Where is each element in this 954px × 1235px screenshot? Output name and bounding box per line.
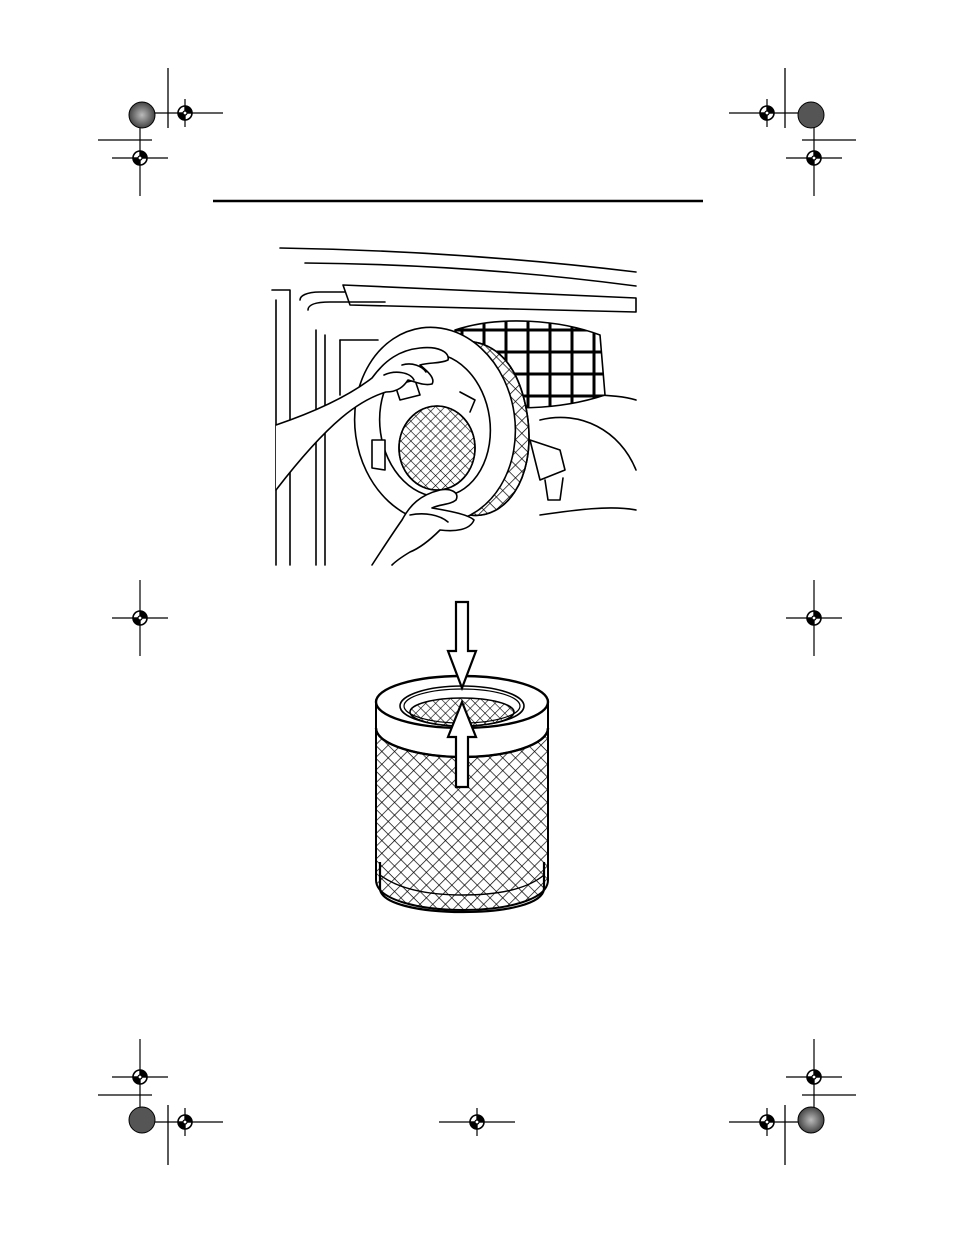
starburst-target-icon [129, 1107, 155, 1133]
crosshair-circle-icon [112, 580, 168, 656]
crosshair-circle-icon [729, 1108, 805, 1136]
crosshair-circle-icon [439, 1108, 515, 1136]
crosshair-circle-icon [786, 1039, 842, 1115]
crosshair-circle-icon [729, 99, 805, 127]
starburst-target-icon [798, 102, 824, 128]
crosshair-circle-icon [112, 120, 168, 196]
starburst-target-icon [129, 102, 155, 128]
crosshair-circle-icon [786, 120, 842, 196]
crosshair-circle-icon [147, 99, 223, 127]
starburst-target-icon [798, 1107, 824, 1133]
registration-marks [112, 99, 842, 1136]
crop-marks [98, 68, 856, 1165]
crosshair-circle-icon [112, 1039, 168, 1115]
hands-removing-filter-illustration [272, 248, 636, 565]
crosshair-circle-icon [147, 1108, 223, 1136]
crosshair-circle-icon [786, 580, 842, 656]
